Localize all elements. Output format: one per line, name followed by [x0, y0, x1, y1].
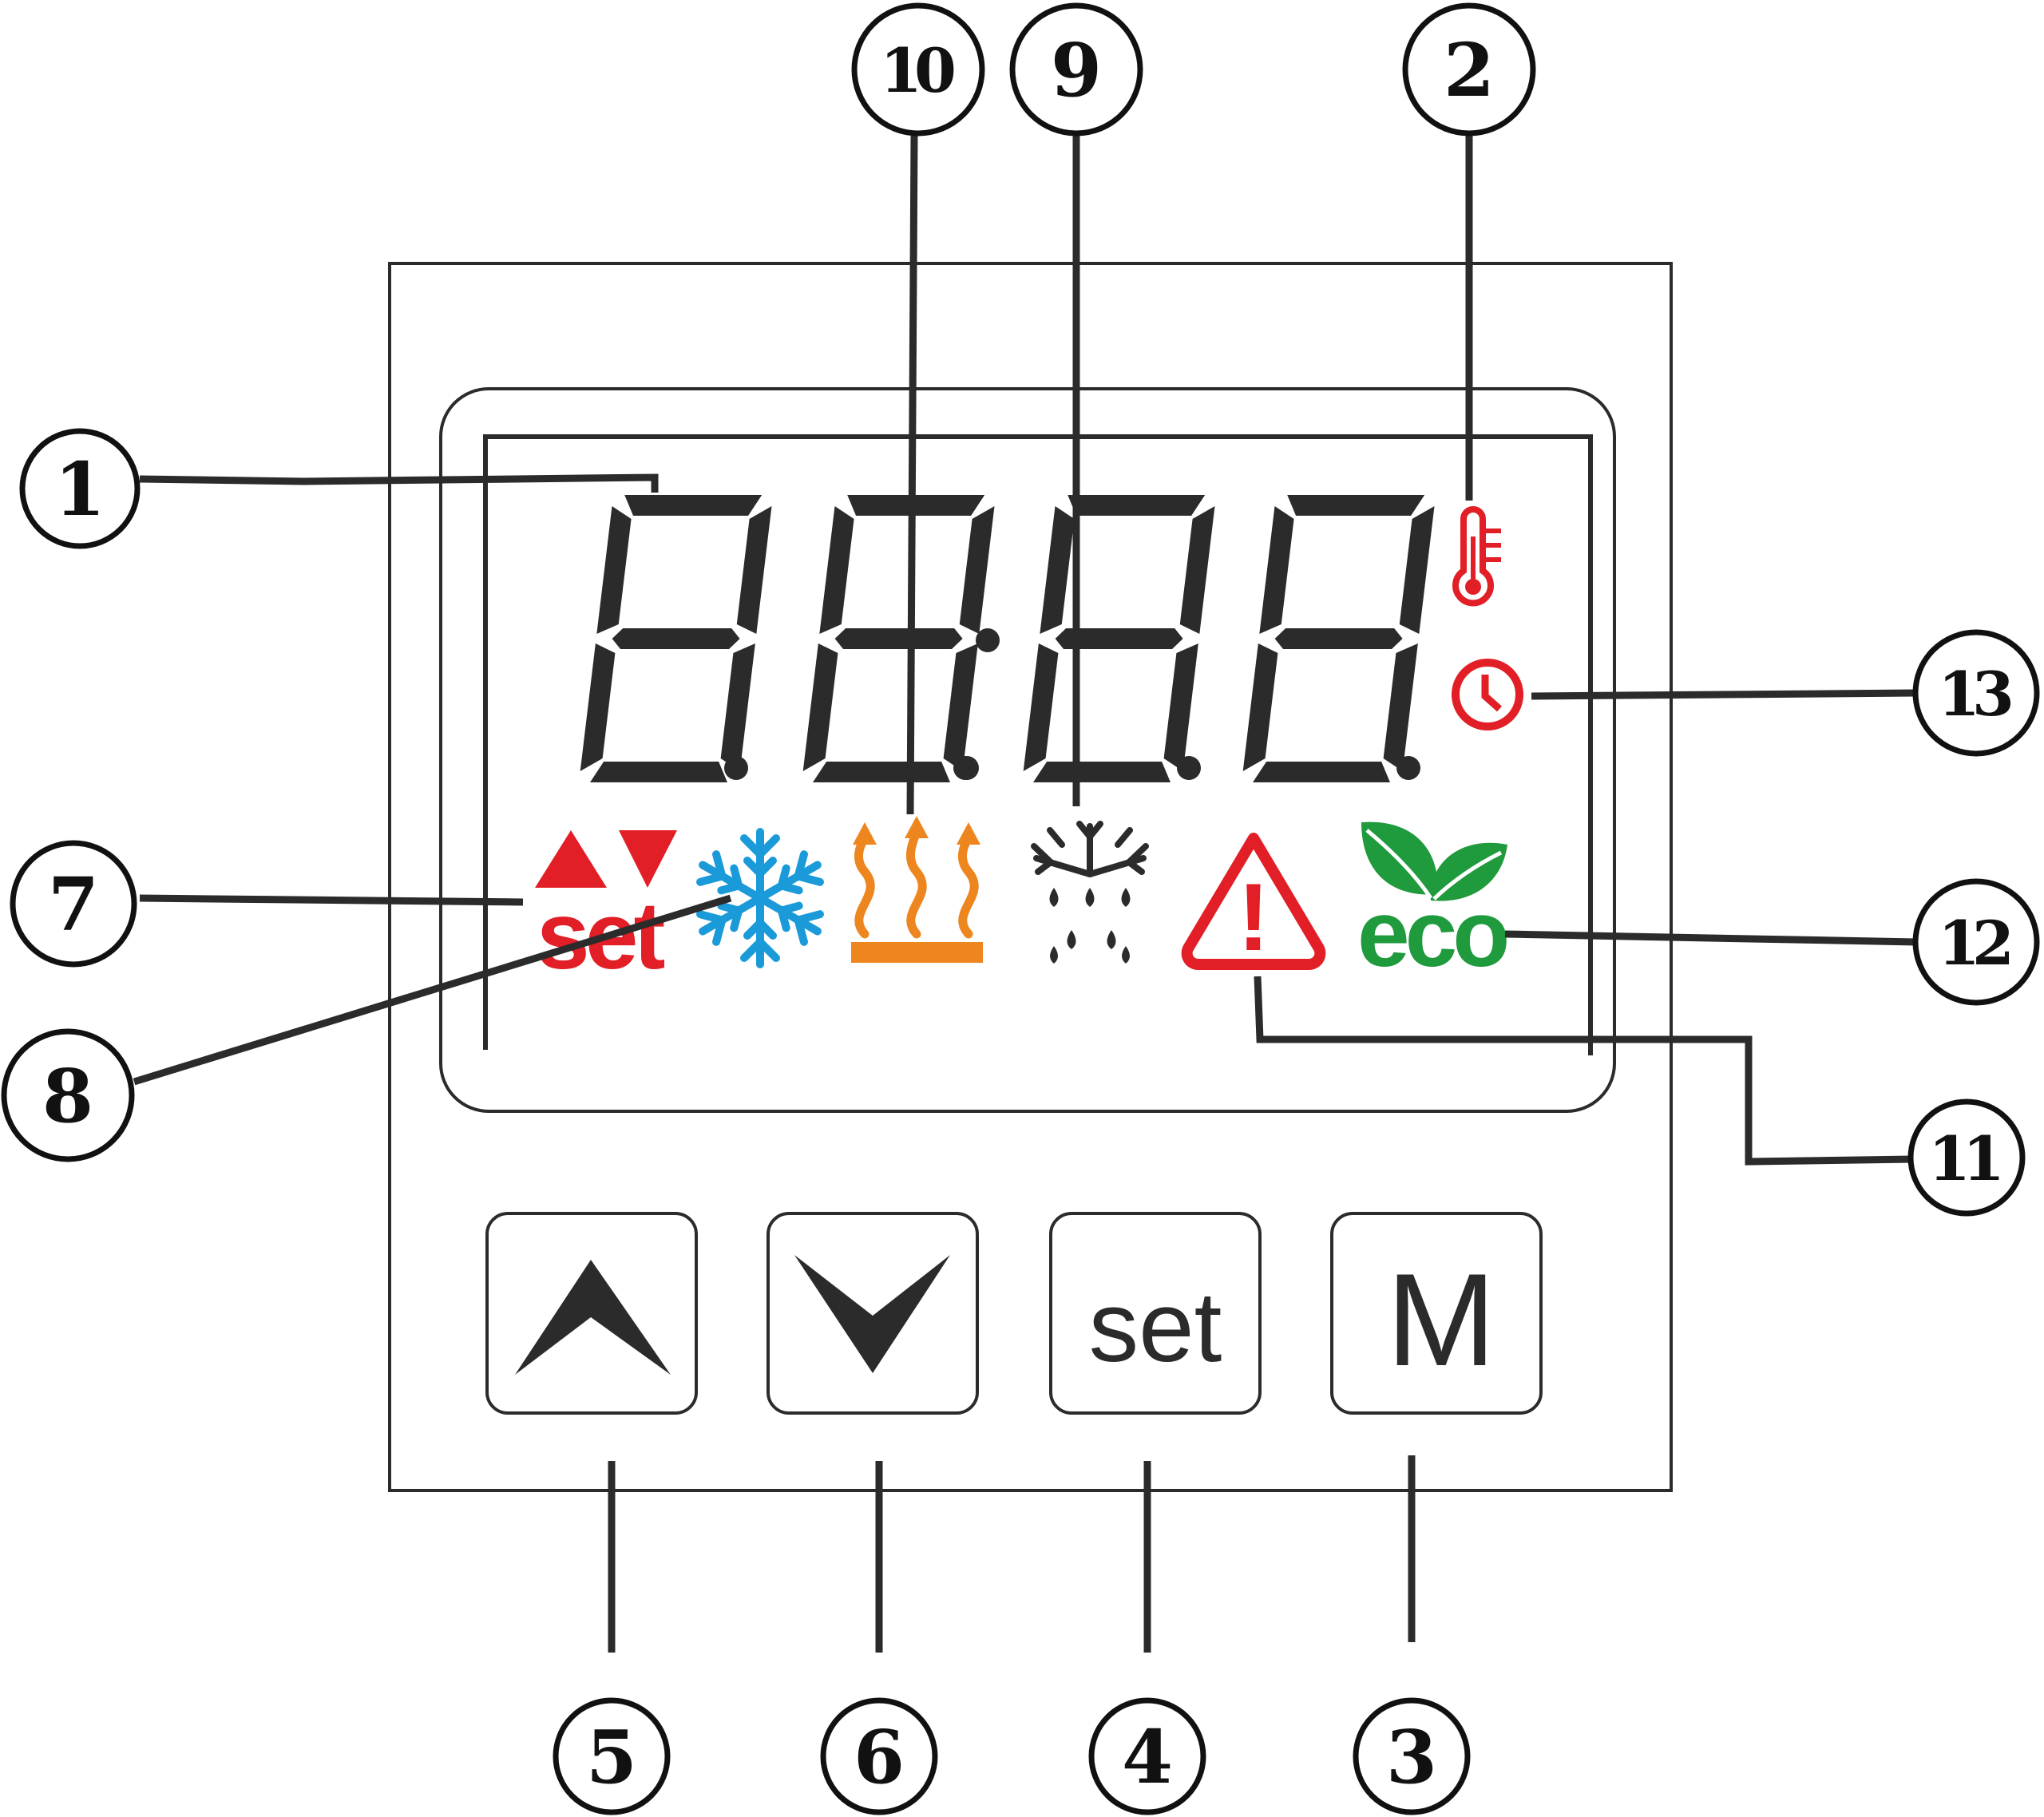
- set-button-label: set: [1089, 1272, 1222, 1383]
- svg-text:5: 5: [586, 1714, 637, 1800]
- svg-text:12: 12: [1938, 908, 2010, 979]
- digit-1-segment-b: [736, 506, 772, 634]
- decimal-point-3: [1177, 756, 1201, 780]
- mode-button-label: M: [1386, 1246, 1495, 1393]
- digit-4-segment-a: [1287, 495, 1425, 516]
- eco-icon: eco: [1357, 821, 1511, 987]
- digit-3-segment-e: [1023, 643, 1059, 771]
- callout-1: 1: [19, 428, 141, 549]
- digit-2-segment-c: [943, 643, 978, 771]
- callout-2: 2: [1402, 2, 1536, 137]
- digit-1-segment-e: [580, 643, 616, 771]
- leader-7: [139, 894, 524, 906]
- svg-text:2: 2: [1444, 27, 1495, 113]
- mode-button[interactable]: M: [1330, 1212, 1543, 1415]
- digit-2-segment-b: [959, 506, 995, 634]
- digit-1-segment-g: [612, 628, 740, 649]
- digit-2-segment-a: [847, 495, 985, 516]
- colon-dot-top: [976, 628, 1000, 652]
- digit-4-segment-e: [1242, 643, 1278, 771]
- digit-1-segment-c: [720, 643, 755, 771]
- chevron-down-icon: [794, 1255, 950, 1373]
- leader-1: [139, 473, 659, 493]
- svg-text:13: 13: [1938, 659, 2011, 730]
- digit-2-segment-e: [802, 643, 838, 771]
- digit-1-segment-a: [624, 495, 763, 516]
- seven-segment-display: [580, 495, 1435, 782]
- svg-text:1: 1: [54, 446, 105, 532]
- digit-4-segment-g: [1274, 628, 1403, 649]
- leader-lines: [133, 133, 1917, 1653]
- lcd-bezel: [439, 387, 1616, 1113]
- eco-indicator-label: eco: [1357, 881, 1507, 987]
- leader-10: [906, 135, 918, 815]
- chevron-up-icon: [515, 1260, 671, 1375]
- svg-text:4: 4: [1122, 1714, 1173, 1800]
- alarm-mark: !: [1238, 864, 1270, 971]
- display-separators: [724, 628, 1420, 780]
- svg-text:11: 11: [1928, 1123, 1999, 1194]
- callout-7: 7: [10, 840, 137, 968]
- svg-text:8: 8: [42, 1053, 93, 1139]
- digit-3-segment-a: [1068, 495, 1206, 516]
- callout-8: 8: [1, 1028, 135, 1162]
- digit-2-segment-d: [813, 762, 950, 782]
- digit-4-segment-c: [1383, 643, 1418, 771]
- callout-5: 5: [553, 1697, 671, 1815]
- thermometer-icon: [1452, 506, 1501, 607]
- alarm-icon: !: [1181, 833, 1326, 971]
- digit-3-segment-b: [1179, 506, 1215, 634]
- leader-8: [133, 894, 732, 1086]
- arrow-up-icon: [535, 830, 607, 888]
- digit-3-segment-d: [1033, 762, 1171, 782]
- callout-11: 11: [1907, 1099, 2026, 1217]
- svg-text:9: 9: [1051, 27, 1102, 113]
- up-button[interactable]: [485, 1212, 698, 1415]
- svg-text:7: 7: [48, 861, 99, 948]
- leader-11: [1254, 976, 1913, 1166]
- digit-3-segment-g: [1055, 628, 1183, 649]
- defrost-icon: [1031, 821, 1149, 964]
- callout-10: 10: [851, 2, 985, 137]
- callout-13: 13: [1912, 629, 2040, 757]
- snowflake-icon: [695, 828, 826, 964]
- svg-text:10: 10: [880, 35, 954, 106]
- leader-13: [1531, 689, 1917, 700]
- digit-4-segment-f: [1259, 506, 1294, 634]
- down-button[interactable]: [766, 1212, 979, 1415]
- digit-1-segment-d: [590, 762, 727, 782]
- svg-text:6: 6: [854, 1714, 905, 1800]
- heating-icon: [851, 816, 983, 963]
- arrow-down-icon: [619, 830, 677, 888]
- digit-2-segment-f: [819, 506, 854, 634]
- callout-6: 6: [820, 1697, 938, 1815]
- decimal-point-2: [953, 756, 977, 780]
- digit-3-segment-c: [1163, 643, 1198, 771]
- decimal-point-4: [1396, 756, 1420, 780]
- digit-4-segment-b: [1399, 506, 1435, 634]
- lcd-window: [483, 434, 1593, 1055]
- decimal-point-1: [724, 756, 748, 780]
- digit-2-segment-g: [834, 628, 963, 649]
- panel-outer-frame: [388, 262, 1673, 1492]
- svg-text:3: 3: [1386, 1714, 1437, 1800]
- set-indicator: set: [535, 830, 677, 989]
- digit-3-segment-f: [1040, 506, 1075, 634]
- callout-12: 12: [1912, 878, 2040, 1006]
- digit-1-segment-f: [596, 506, 632, 634]
- leader-12: [1504, 930, 1917, 946]
- callout-9: 9: [1009, 2, 1143, 137]
- set-button[interactable]: set: [1049, 1212, 1262, 1415]
- clock-icon: [1452, 659, 1523, 730]
- callout-4: 4: [1088, 1697, 1206, 1815]
- callout-3: 3: [1353, 1697, 1471, 1815]
- digit-4-segment-d: [1253, 762, 1390, 782]
